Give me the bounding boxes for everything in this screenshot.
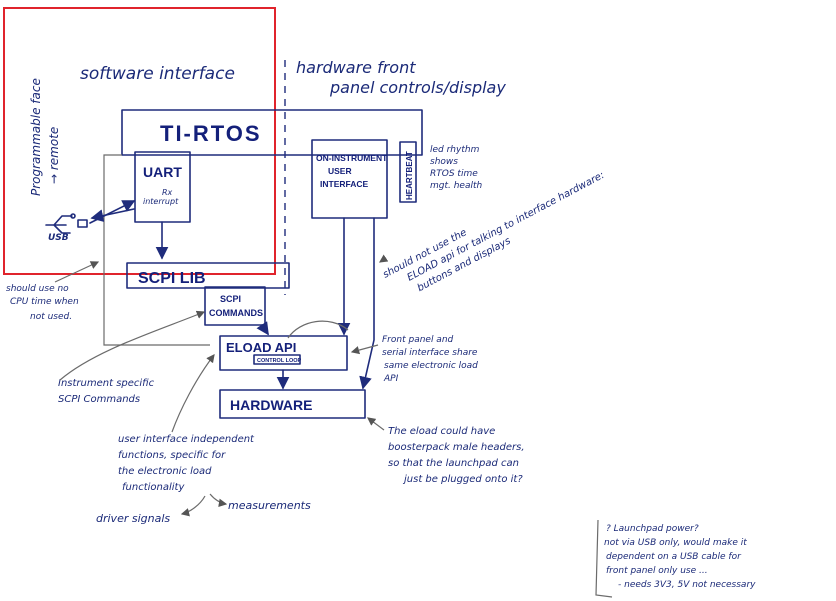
- eload-api-label: ELOAD API: [226, 340, 296, 355]
- led-note-2: shows: [430, 157, 458, 167]
- driver-signals-label: driver signals: [96, 512, 170, 525]
- uart-block: [134, 151, 191, 223]
- power-note-5: - needs 3V3, 5V not necessary: [618, 580, 756, 590]
- scpi-lib-label: SCPI LIB: [138, 270, 206, 287]
- ui-independent-note-2: functions, specific for: [118, 450, 226, 461]
- usb-icon: [45, 215, 73, 234]
- power-note-3: dependent on a USB cable for: [606, 552, 742, 562]
- booster-note-arrow: [367, 417, 385, 431]
- front-panel-note-arrow: [350, 344, 379, 355]
- software-stack-bracket: [103, 154, 210, 346]
- cpu-note-arrow: [54, 261, 100, 283]
- led-note-1: led rhythm: [430, 145, 480, 155]
- measurements-arrow: [209, 493, 228, 507]
- should-not-note-arrow: [379, 254, 389, 263]
- heartbeat-block: [399, 141, 417, 203]
- control-loop-label: CONTROL LOOP: [257, 358, 302, 364]
- front-panel-note-4: API: [383, 374, 399, 384]
- hardware-heading-line2: panel controls/display: [329, 78, 506, 97]
- software-interface-heading: software interface: [80, 64, 235, 84]
- cpu-note-1: should use no: [6, 284, 69, 294]
- pencil-loop: [287, 320, 349, 339]
- programmable-interface-label: Programmable face: [29, 78, 43, 196]
- control-loop-box: [253, 354, 301, 365]
- usb-plug: [77, 219, 88, 228]
- scpi-commands-block: [204, 286, 266, 326]
- scpi-lib-block: [126, 262, 290, 289]
- power-note-4: front panel only use ...: [606, 566, 708, 576]
- hardware-heading-line1: hardware front: [296, 58, 416, 77]
- usb-to-uart-arrow: [89, 200, 136, 224]
- booster-note-3: so that the launchpad can: [388, 458, 519, 469]
- scpi-commands-label-2: COMMANDS: [209, 308, 263, 318]
- front-panel-note-1: Front panel and: [382, 335, 454, 345]
- power-note-bracket: [595, 519, 613, 598]
- instrument-note-arrow: [59, 310, 206, 381]
- ui-independent-note-4: functionality: [122, 482, 185, 493]
- cpu-note-3: not used.: [30, 312, 72, 322]
- led-note-3: RTOS time: [430, 169, 478, 179]
- front-panel-note-3: same electronic load: [384, 361, 478, 371]
- heartbeat-label: HEARTBEAT: [405, 151, 414, 200]
- uart-to-usb-arrow: [90, 208, 135, 222]
- usb-label: USB: [48, 233, 69, 243]
- interrupt-label: interrupt: [143, 197, 179, 206]
- user-interface-block: [311, 139, 388, 219]
- booster-note-4: just be plugged onto it?: [402, 474, 523, 485]
- ui-to-hardware-arrow: [359, 217, 375, 390]
- ui-label-2: USER: [328, 166, 352, 176]
- scpi-to-eload-arrow: [256, 321, 269, 336]
- power-note-1: ? Launchpad power?: [606, 524, 699, 534]
- front-panel-note-2: serial interface share: [382, 348, 478, 358]
- driver-signals-arrow: [180, 495, 206, 517]
- booster-note-1: The eload could have: [388, 426, 495, 437]
- rx-label: Rx: [162, 188, 173, 197]
- hardware-label: HARDWARE: [230, 397, 312, 413]
- hardware-block: [219, 389, 366, 419]
- uart-label: UART: [143, 164, 182, 180]
- tirtos-block: [121, 109, 423, 156]
- usb-icon-dot: [70, 213, 76, 219]
- highlight-rectangle: [3, 7, 276, 275]
- tirtos-label: TI-RTOS: [160, 121, 262, 146]
- measurements-label: measurements: [228, 499, 311, 512]
- remote-label: → remote: [47, 127, 61, 184]
- booster-note-2: boosterpack male headers,: [388, 442, 525, 453]
- ui-independent-note-3: the electronic load: [118, 466, 212, 477]
- ui-label-1: ON-INSTRUMENT: [316, 153, 388, 163]
- scpi-commands-label-1: SCPI: [220, 294, 241, 304]
- cpu-note-2: CPU time when: [10, 297, 79, 307]
- ui-independent-note-1: user interface independent: [118, 434, 255, 445]
- ui-independent-note-arrow: [171, 354, 215, 433]
- instrument-note-2: SCPI Commands: [58, 394, 140, 405]
- power-note-2: not via USB only, would make it: [604, 538, 747, 548]
- ui-label-3: INTERFACE: [320, 179, 369, 189]
- led-note-4: mgt. health: [430, 181, 483, 191]
- instrument-note-1: Instrument specific: [58, 378, 155, 389]
